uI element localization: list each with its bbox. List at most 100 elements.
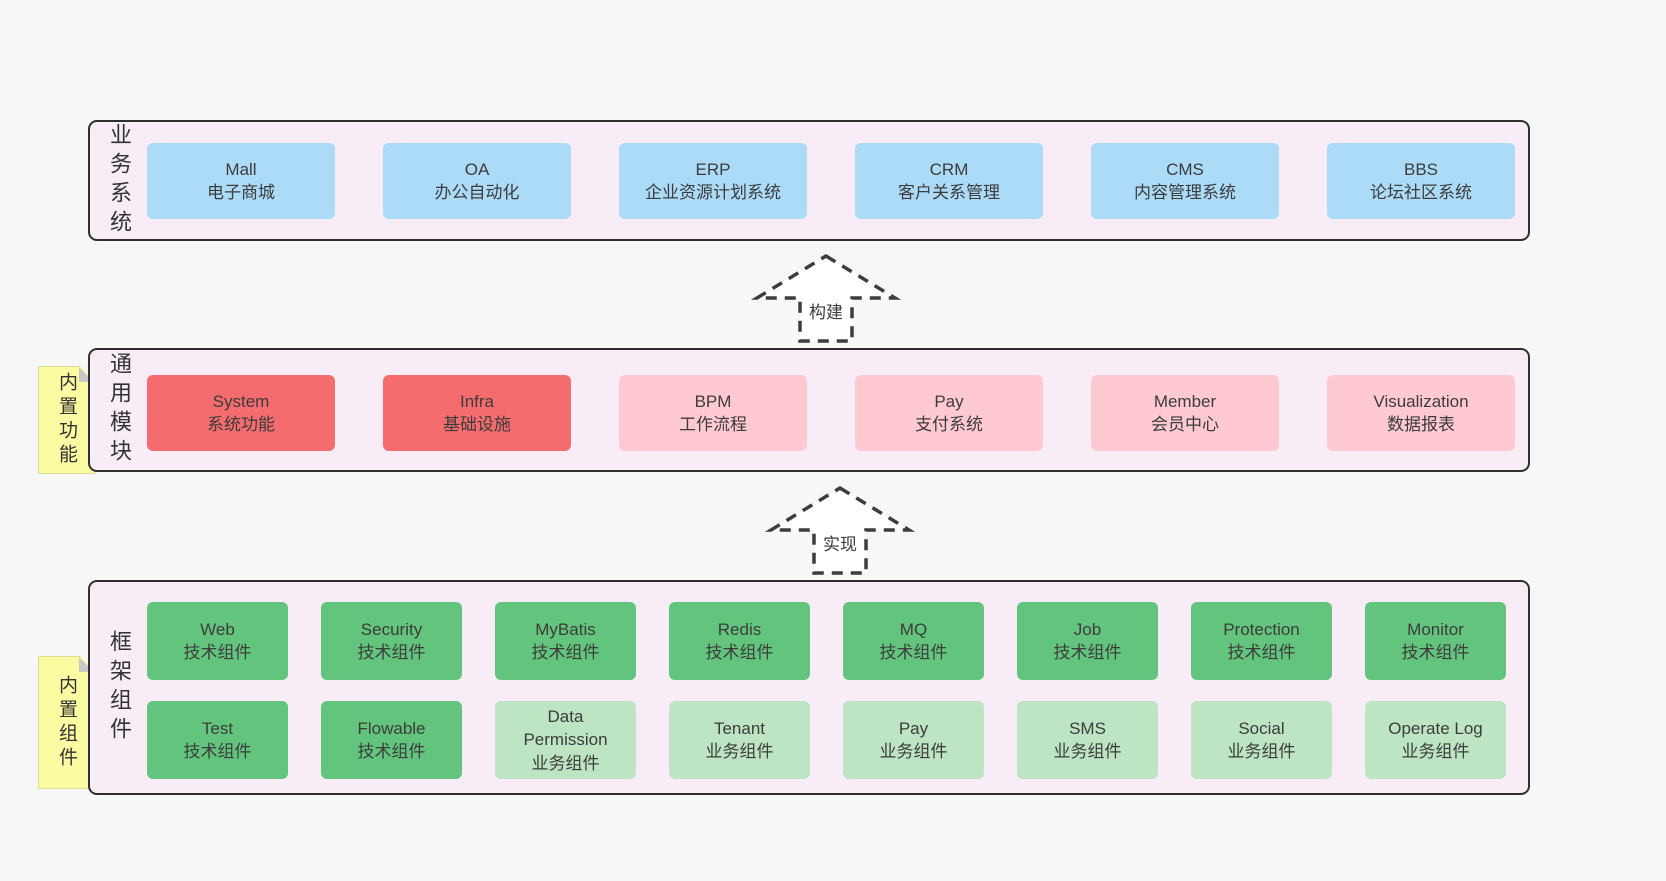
box-name: Monitor bbox=[1407, 619, 1464, 639]
build-arrow: 构建 bbox=[751, 252, 901, 344]
box-flowable: Flowable 技术组件 bbox=[321, 701, 462, 779]
box-name: Visualization bbox=[1373, 391, 1469, 411]
box-pay-component: Pay 业务组件 bbox=[843, 701, 984, 779]
implement-arrow-label: 实现 bbox=[820, 530, 860, 555]
box-protection: Protection 技术组件 bbox=[1191, 602, 1332, 680]
box-name: OA bbox=[464, 159, 490, 179]
box-social: Social 业务组件 bbox=[1191, 701, 1332, 779]
sticky-note-text: 内置功能 bbox=[56, 372, 77, 468]
box-name: Social bbox=[1238, 718, 1285, 738]
box-redis: Redis 技术组件 bbox=[669, 602, 810, 680]
box-name: Redis bbox=[717, 619, 762, 639]
box-name: Security bbox=[360, 619, 423, 639]
box-oa: OA 办公自动化 bbox=[383, 143, 571, 219]
box-name: Pay bbox=[934, 391, 964, 411]
box-name: Job bbox=[1073, 619, 1102, 639]
box-name: BBS bbox=[1403, 159, 1439, 179]
box-desc: 技术组件 bbox=[183, 742, 252, 761]
box-desc: 会员中心 bbox=[1151, 415, 1219, 434]
box-name: Infra bbox=[459, 391, 495, 411]
box-mybatis: MyBatis 技术组件 bbox=[495, 602, 636, 680]
box-bbs: BBS 论坛社区系统 bbox=[1327, 143, 1515, 219]
box-name: Data Permission bbox=[523, 706, 608, 750]
box-desc: 业务组件 bbox=[1227, 742, 1296, 761]
box-visualization: Visualization 数据报表 bbox=[1327, 375, 1515, 451]
box-name: Member bbox=[1153, 391, 1217, 411]
box-desc: 系统功能 bbox=[207, 415, 275, 434]
box-infra: Infra 基础设施 bbox=[383, 375, 571, 451]
framework-components-row-2: Test 技术组件 Flowable 技术组件 Data Permission … bbox=[147, 701, 1506, 779]
box-operate-log: Operate Log 业务组件 bbox=[1365, 701, 1506, 779]
box-mall: Mall 电子商城 bbox=[147, 143, 335, 219]
box-member: Member 会员中心 bbox=[1091, 375, 1279, 451]
box-desc: 论坛社区系统 bbox=[1370, 183, 1472, 202]
box-erp: ERP 企业资源计划系统 bbox=[619, 143, 807, 219]
framework-components-section: 框架组件 Web 技术组件 Security 技术组件 MyBatis 技术组件… bbox=[88, 580, 1530, 795]
box-desc: 技术组件 bbox=[1401, 643, 1470, 662]
box-desc: 业务组件 bbox=[1401, 742, 1470, 761]
sticky-note-built-in-features: 内置功能 bbox=[38, 366, 95, 474]
box-tenant: Tenant 业务组件 bbox=[669, 701, 810, 779]
sticky-note-built-in-components: 内置组件 bbox=[38, 656, 95, 789]
box-monitor: Monitor 技术组件 bbox=[1365, 602, 1506, 680]
box-name: MyBatis bbox=[535, 619, 596, 639]
box-test: Test 技术组件 bbox=[147, 701, 288, 779]
box-crm: CRM 客户关系管理 bbox=[855, 143, 1043, 219]
box-desc: 业务组件 bbox=[879, 742, 948, 761]
box-data-permission: Data Permission 业务组件 bbox=[495, 701, 636, 779]
box-name: Test bbox=[201, 718, 234, 738]
box-desc: 数据报表 bbox=[1387, 415, 1455, 434]
box-name: Tenant bbox=[713, 718, 766, 738]
box-name: Web bbox=[200, 619, 235, 639]
box-desc: 技术组件 bbox=[357, 742, 426, 761]
box-cms: CMS 内容管理系统 bbox=[1091, 143, 1279, 219]
business-systems-section: 业务系统 Mall 电子商城 OA 办公自动化 ERP 企业资源计划系统 CRM… bbox=[88, 120, 1530, 241]
box-name: ERP bbox=[695, 159, 731, 179]
box-name: BPM bbox=[694, 391, 732, 411]
box-desc: 技术组件 bbox=[1053, 643, 1122, 662]
box-sms: SMS 业务组件 bbox=[1017, 701, 1158, 779]
box-desc: 技术组件 bbox=[879, 643, 948, 662]
sticky-note-text: 内置组件 bbox=[56, 674, 77, 771]
section-label: 框架组件 bbox=[107, 629, 132, 746]
box-desc: 办公自动化 bbox=[434, 183, 520, 202]
section-label: 通用模块 bbox=[107, 352, 132, 468]
box-desc: 技术组件 bbox=[705, 643, 774, 662]
box-name: CMS bbox=[1166, 159, 1204, 179]
common-modules-section: 通用模块 System 系统功能 Infra 基础设施 BPM 工作流程 Pay… bbox=[88, 348, 1530, 472]
business-systems-row: Mall 电子商城 OA 办公自动化 ERP 企业资源计划系统 CRM 客户关系… bbox=[147, 143, 1515, 219]
box-name: MQ bbox=[899, 619, 928, 639]
box-system: System 系统功能 bbox=[147, 375, 335, 451]
box-desc: 业务组件 bbox=[705, 742, 774, 761]
box-desc: 客户关系管理 bbox=[898, 183, 1000, 202]
box-job: Job 技术组件 bbox=[1017, 602, 1158, 680]
section-label: 业务系统 bbox=[107, 122, 132, 239]
box-desc: 技术组件 bbox=[357, 643, 426, 662]
box-desc: 工作流程 bbox=[679, 415, 747, 434]
box-mq: MQ 技术组件 bbox=[843, 602, 984, 680]
box-desc: 技术组件 bbox=[183, 643, 252, 662]
common-modules-row: System 系统功能 Infra 基础设施 BPM 工作流程 Pay 支付系统… bbox=[147, 375, 1515, 451]
box-desc: 电子商城 bbox=[207, 183, 275, 202]
box-name: SMS bbox=[1069, 718, 1106, 738]
box-name: Mall bbox=[225, 159, 257, 179]
box-name: Protection bbox=[1223, 619, 1300, 639]
box-name: System bbox=[212, 391, 270, 411]
build-arrow-label: 构建 bbox=[806, 298, 846, 323]
box-desc: 基础设施 bbox=[443, 415, 511, 434]
box-web: Web 技术组件 bbox=[147, 602, 288, 680]
box-desc: 技术组件 bbox=[531, 643, 600, 662]
box-name: CRM bbox=[929, 159, 969, 179]
box-bpm: BPM 工作流程 bbox=[619, 375, 807, 451]
box-desc: 业务组件 bbox=[1053, 742, 1122, 761]
box-pay-system: Pay 支付系统 bbox=[855, 375, 1043, 451]
framework-components-row-1: Web 技术组件 Security 技术组件 MyBatis 技术组件 Redi… bbox=[147, 602, 1506, 680]
box-desc: 支付系统 bbox=[915, 415, 983, 434]
box-name: Operate Log bbox=[1388, 718, 1483, 738]
box-desc: 企业资源计划系统 bbox=[645, 183, 781, 202]
box-name: Pay bbox=[898, 718, 929, 738]
box-desc: 内容管理系统 bbox=[1134, 183, 1236, 202]
box-desc: 技术组件 bbox=[1227, 643, 1296, 662]
implement-arrow: 实现 bbox=[765, 484, 915, 576]
box-desc: 业务组件 bbox=[531, 753, 600, 773]
